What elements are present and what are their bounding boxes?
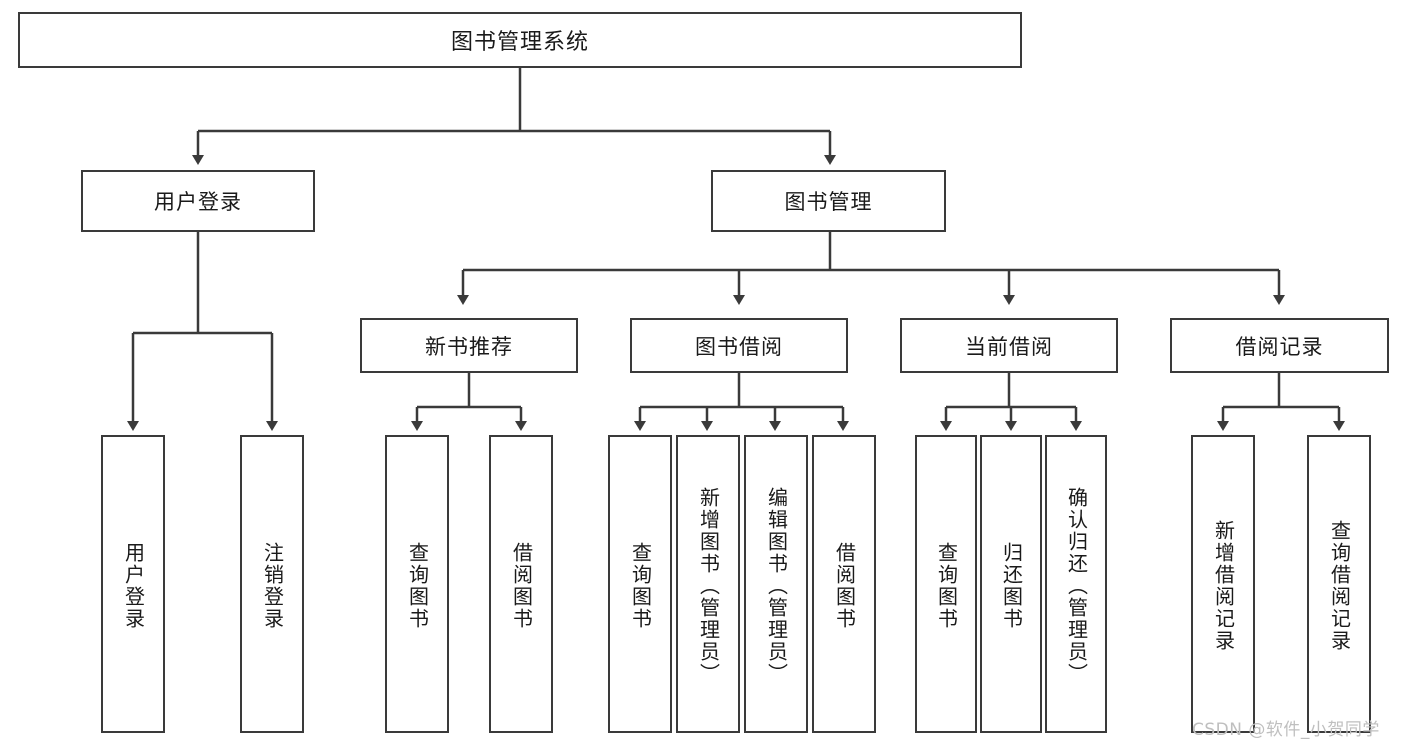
node-book-borrow-label: 图书借阅 [695,334,783,359]
node-root-label: 图书管理系统 [450,30,589,55]
node-book-borrow[interactable]: 图书借阅 [630,318,848,373]
leaf-label: 查询借阅记录 [1327,520,1352,652]
node-user-login[interactable]: 用户登录 [81,170,315,232]
leaf-label: 借阅图书 [832,542,857,630]
leaf-label: 借阅图书 [509,542,534,630]
leaf-new-book-query[interactable]: 查询图书 [385,435,449,733]
leaf-label: 新增借阅记录 [1211,520,1236,652]
leaf-label: 查询图书 [934,542,959,630]
leaf-label: 查询图书 [628,542,653,630]
node-new-book-recommend[interactable]: 新书推荐 [360,318,578,373]
leaf-borrow-record-add[interactable]: 新增借阅记录 [1191,435,1255,733]
csdn-watermark: CSDN @软件_小贺同学 [1192,720,1380,740]
leaf-user-login-logout[interactable]: 注销登录 [240,435,304,733]
leaf-book-borrow-add[interactable]: 新增图书（管理员） [676,435,740,733]
node-borrow-record[interactable]: 借阅记录 [1170,318,1389,373]
node-new-book-recommend-label: 新书推荐 [425,334,513,359]
leaf-label: 查询图书 [405,542,430,630]
leaf-current-borrow-confirm[interactable]: 确认归还（管理员） [1045,435,1107,733]
leaf-book-borrow-query[interactable]: 查询图书 [608,435,672,733]
leaf-new-book-borrow[interactable]: 借阅图书 [489,435,553,733]
leaf-label: 确认归还（管理员） [1064,487,1089,685]
leaf-current-borrow-return[interactable]: 归还图书 [980,435,1042,733]
node-user-login-label: 用户登录 [154,190,242,214]
leaf-current-borrow-query[interactable]: 查询图书 [915,435,977,733]
node-root[interactable]: 图书管理系统 [18,12,1022,68]
leaf-label: 新增图书（管理员） [696,487,721,685]
leaf-book-borrow-edit[interactable]: 编辑图书（管理员） [744,435,808,733]
leaf-user-login-login[interactable]: 用户登录 [101,435,165,733]
leaf-label: 归还图书 [999,542,1024,630]
leaf-borrow-record-query[interactable]: 查询借阅记录 [1307,435,1371,733]
leaf-label: 注销登录 [260,542,285,630]
leaf-label: 编辑图书（管理员） [764,487,789,685]
node-current-borrow-label: 当前借阅 [965,334,1053,359]
leaf-label: 用户登录 [121,542,146,630]
node-book-management[interactable]: 图书管理 [711,170,946,232]
leaf-book-borrow-borrow[interactable]: 借阅图书 [812,435,876,733]
node-borrow-record-label: 借阅记录 [1235,334,1324,359]
node-current-borrow[interactable]: 当前借阅 [900,318,1118,373]
node-book-management-label: 图书管理 [784,190,873,214]
